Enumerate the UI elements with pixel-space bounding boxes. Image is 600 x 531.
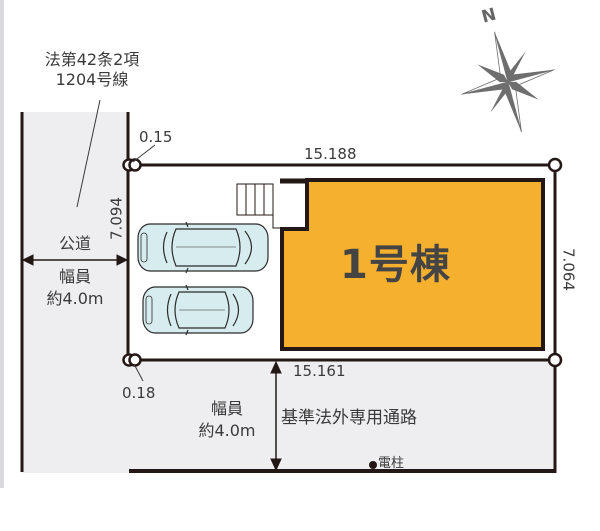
lot-right-dimension: 7.064 [559, 248, 578, 291]
private-path-width-arrow [270, 360, 282, 472]
road-designation-leader [76, 99, 101, 208]
entrance-stairs-icon [236, 183, 282, 229]
private-path-name: 基準法外専用通路 [281, 408, 417, 428]
corner-marker-bottom-left [122, 353, 142, 367]
building-1-footprint [280, 178, 545, 351]
lot-bottom-dimension: 15.161 [293, 362, 346, 380]
utility-pole-icon [369, 461, 377, 469]
corner-marker-top-right [547, 157, 563, 173]
public-road-area [22, 112, 128, 473]
corner-marker-bottom-right [547, 352, 563, 368]
public-road-width-line1: 幅員 [58, 267, 91, 286]
private-path-width-line2: 約4.0m [198, 421, 256, 440]
public-road-width: 幅員 約4.0m [22, 266, 128, 310]
compass-rose-icon [461, 31, 555, 133]
offset-top-left-label: 0.15 [139, 128, 173, 146]
page-edge-strip [0, 0, 4, 488]
public-road-designation: 法第42条2項 1204号線 [22, 50, 162, 90]
public-road-designation-line2: 1204号線 [55, 70, 129, 89]
private-path-width-line1: 幅員 [210, 399, 243, 418]
lot-top-dimension: 15.188 [304, 145, 357, 163]
utility-pole-label: 電柱 [378, 456, 405, 471]
building-1-label: 1号棟 [340, 242, 451, 288]
public-road-width-line2: 約4.0m [46, 289, 104, 308]
private-path-width: 幅員 約4.0m [180, 398, 274, 442]
public-road-designation-line1: 法第42条2項 [44, 50, 140, 69]
corner-marker-top-left [122, 158, 142, 172]
private-path-area [128, 360, 555, 472]
car-icon [137, 221, 269, 274]
offset-leader-bottom-left [133, 363, 144, 382]
offset-leader-top-left [132, 144, 156, 163]
car-icon [142, 284, 254, 336]
public-road-name: 公道 [58, 234, 91, 253]
public-road-width-arrow [21, 254, 129, 266]
offset-bottom-left-label: 0.18 [122, 384, 156, 402]
